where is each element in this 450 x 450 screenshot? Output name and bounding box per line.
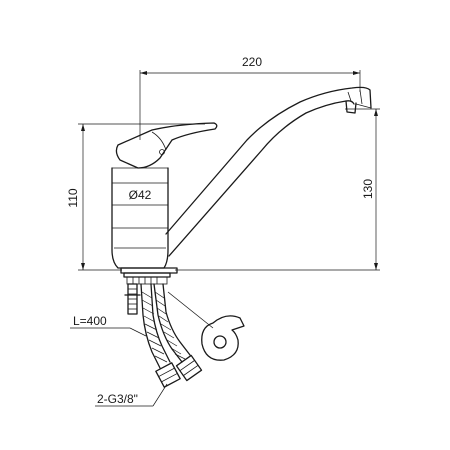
lever-handle bbox=[115, 122, 218, 169]
thread-size-label: 2-G3/8" bbox=[97, 392, 138, 406]
flexible-hoses bbox=[140, 283, 203, 388]
faucet-body: Ø42 bbox=[111, 167, 169, 269]
total-height-dimension: 130 bbox=[175, 108, 380, 271]
spout bbox=[165, 86, 372, 257]
total-height-label: 130 bbox=[361, 179, 375, 199]
width-dimension: 220 bbox=[139, 55, 361, 140]
body-height-dimension: 110 bbox=[66, 123, 205, 271]
thread-size-annotation: 2-G3/8" bbox=[95, 383, 168, 407]
body-height-label: 110 bbox=[66, 188, 80, 207]
hose-length-label: L=400 bbox=[73, 314, 107, 328]
hose-length-annotation: L=400 bbox=[70, 314, 147, 337]
mounting-clamp bbox=[167, 291, 245, 361]
mounting-base bbox=[120, 267, 178, 315]
diameter-label: Ø42 bbox=[129, 188, 152, 202]
width-label: 220 bbox=[242, 55, 262, 69]
